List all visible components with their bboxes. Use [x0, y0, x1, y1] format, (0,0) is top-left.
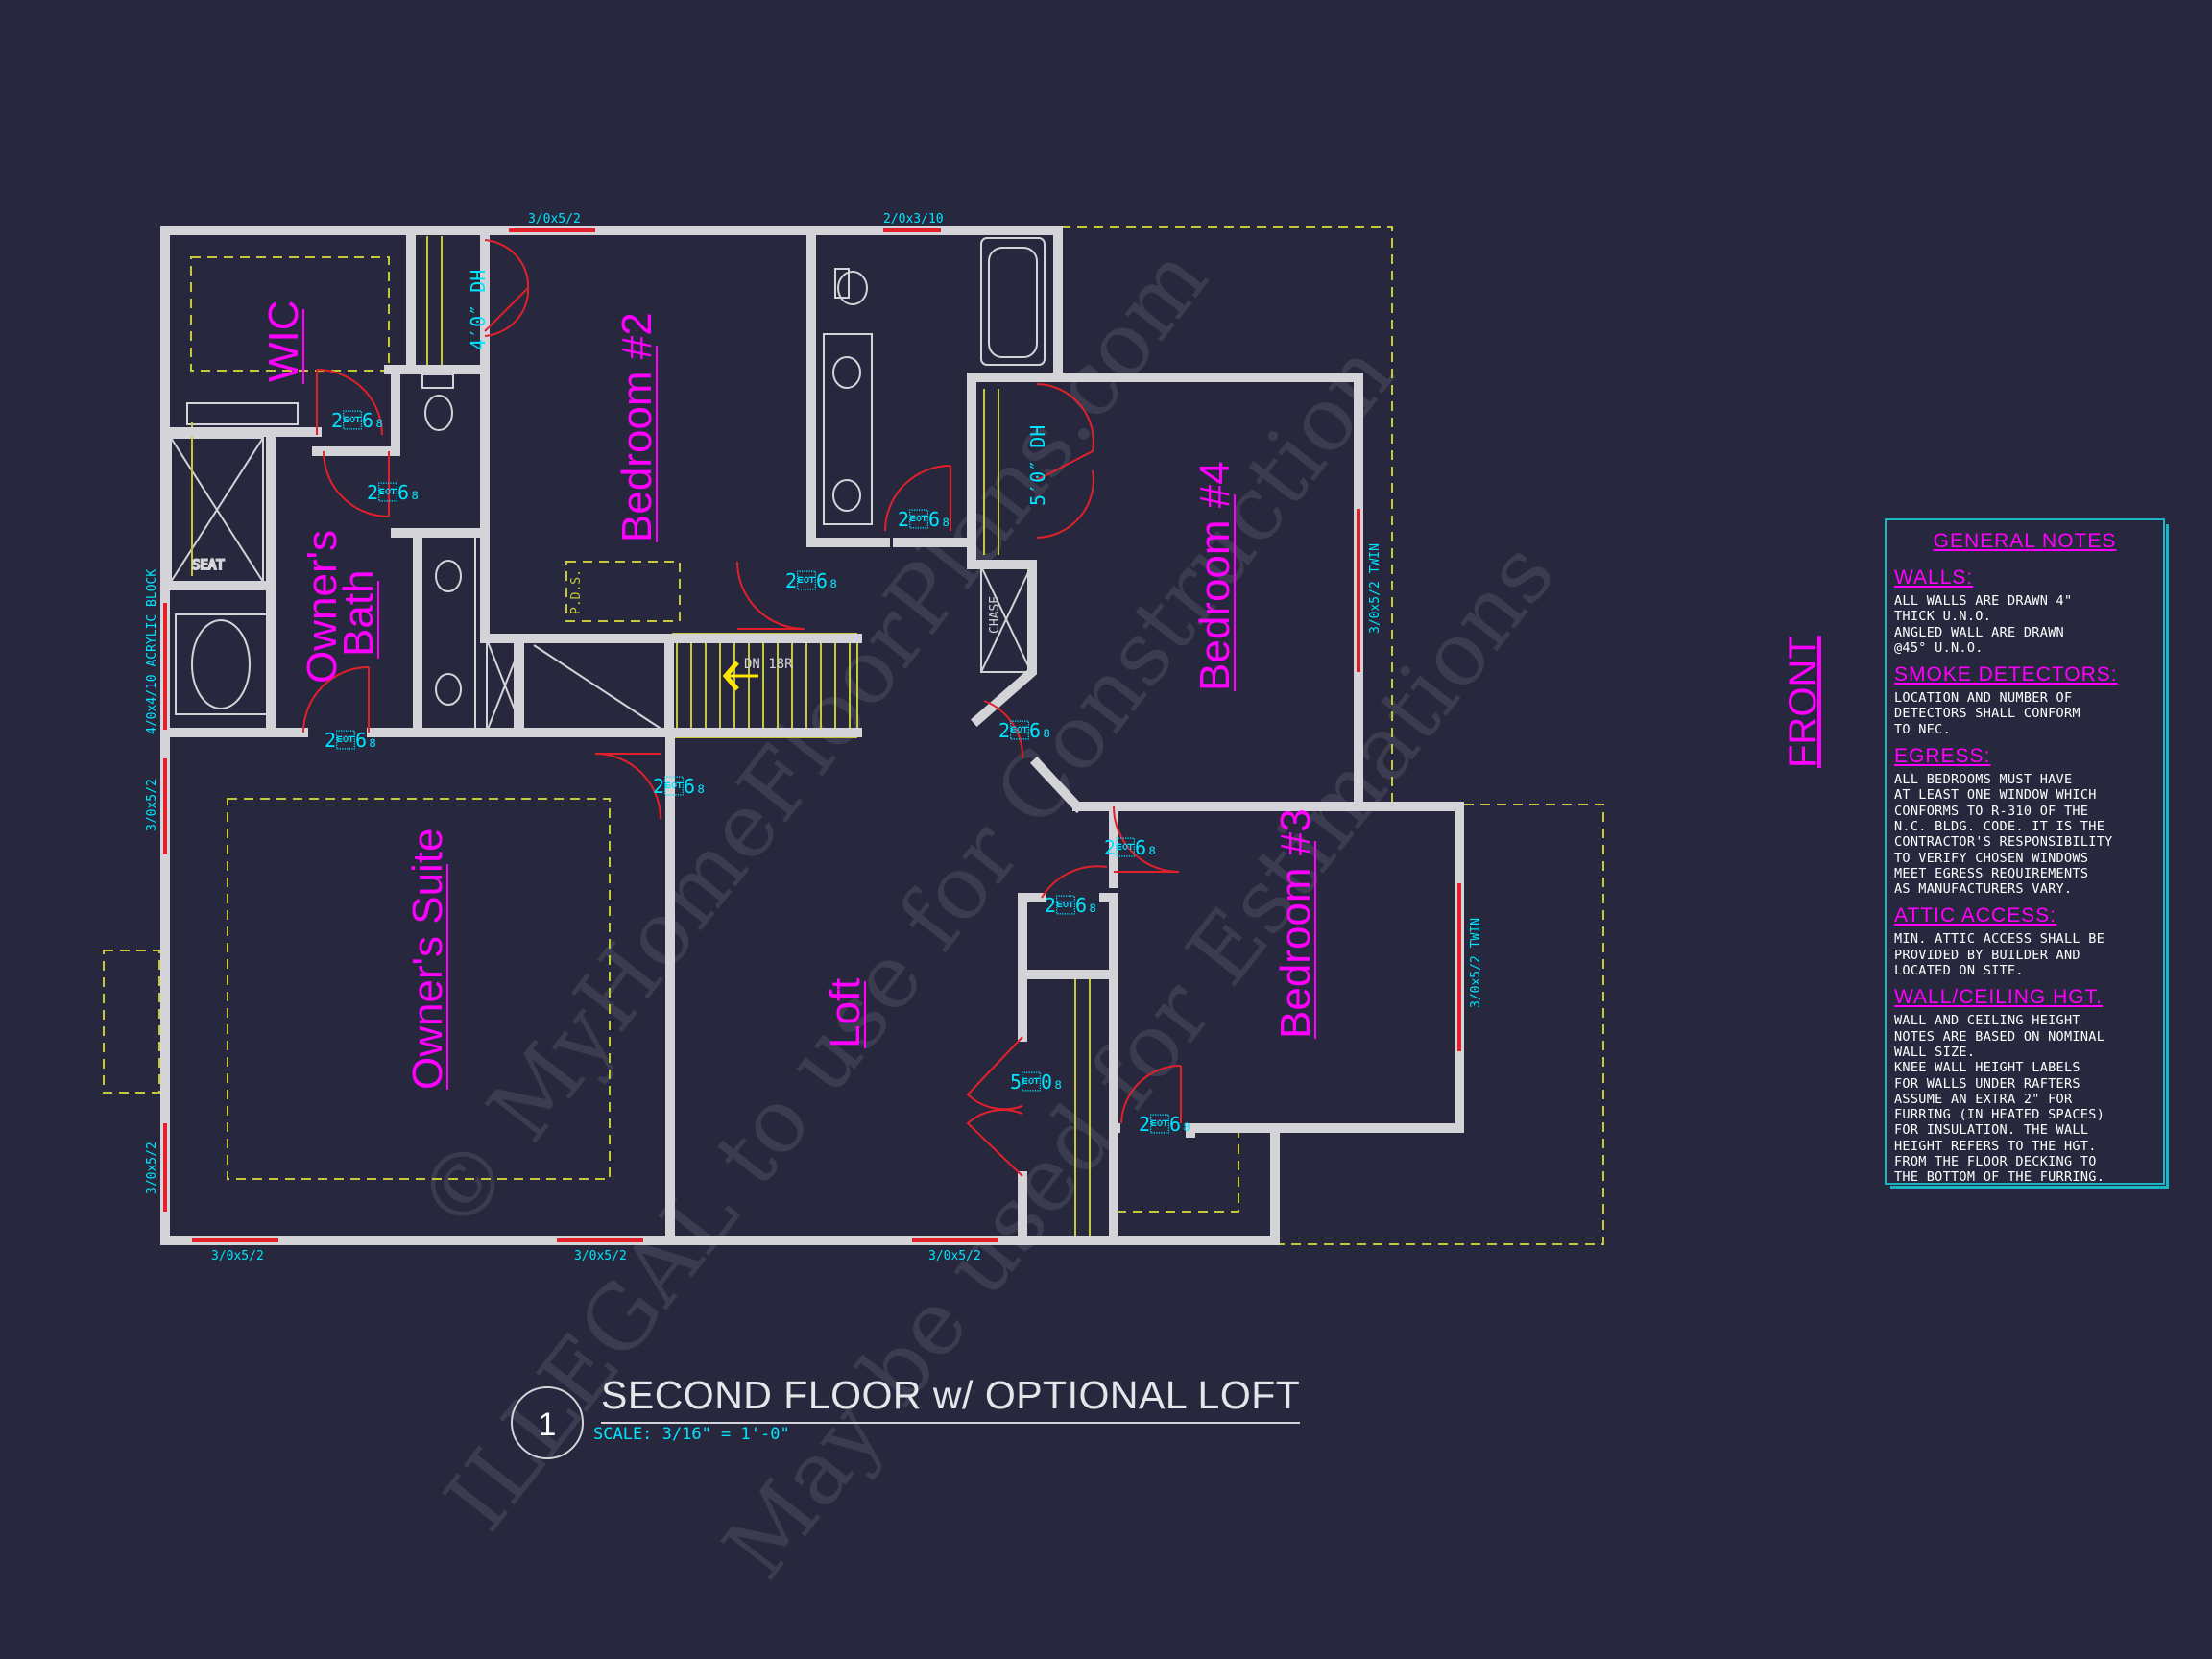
window-label-bottom-2: 3/0x5/2	[574, 1249, 627, 1263]
notes-section-height: WALL/CEILING HGT. WALL AND CEILING HEIGH…	[1894, 986, 2155, 1185]
door-swings	[302, 239, 1182, 1177]
note-line: ALL WALLS ARE DRAWN 4"	[1894, 593, 2073, 609]
notes-section-walls: WALLS: ALL WALLS ARE DRAWN 4" THICK U.N.…	[1894, 566, 2155, 656]
room-label-loft: Loft	[822, 978, 869, 1048]
note-line: LOCATED ON SITE.	[1894, 963, 2024, 979]
stair-direction-label: DN 18R	[744, 657, 793, 672]
room-label-owners-bath-1: Owner's	[299, 530, 346, 684]
note-line: AS MANUFACTURERS VARY.	[1894, 881, 2073, 898]
door-label-dh-bed4: 5′0″ DH	[1026, 425, 1049, 506]
room-label-owners-bath-2: Bath	[335, 569, 382, 657]
door-label-bath: 26₈	[325, 729, 378, 752]
note-line: FROM THE FLOOR DECKING TO	[1894, 1154, 2097, 1170]
door-label-wc: 26₈	[367, 481, 421, 504]
note-line: WALL AND CEILING HEIGHT	[1894, 1013, 2080, 1029]
note-line: MIN. ATTIC ACCESS SHALL BE	[1894, 931, 2105, 948]
seat-label: SEAT	[192, 558, 225, 573]
window-label-top-mid: 2/0x3/10	[883, 212, 944, 227]
note-line: @45° U.N.O.	[1894, 639, 1984, 656]
window-marks	[163, 228, 1461, 1242]
notes-section-egress: EGRESS: ALL BEDROOMS MUST HAVE AT LEAST …	[1894, 745, 2155, 897]
note-line: FOR INSULATION. THE WALL	[1894, 1122, 2089, 1139]
note-line: PROVIDED BY BUILDER AND	[1894, 947, 2080, 963]
notes-section-smoke: SMOKE DETECTORS: LOCATION AND NUMBER OF …	[1894, 663, 2155, 737]
chase-label: CHASE	[988, 596, 1002, 634]
room-label-bedroom2: Bedroom #2	[613, 312, 661, 542]
note-line: HEIGHT REFERS TO THE HGT.	[1894, 1138, 2097, 1154]
note-line: THICK U.N.O.	[1894, 609, 1992, 625]
room-label-wic: WIC	[260, 300, 307, 382]
door-label-bed3: 26₈	[1104, 836, 1158, 859]
drawing-title: SECOND FLOOR w/ OPTIONAL LOFT	[601, 1373, 1301, 1424]
note-line: N.C. BLDG. CODE. IT IS THE	[1894, 818, 2105, 834]
window-label-bed4-right: 3/0x5/2 TWIN	[1368, 543, 1382, 634]
door-label-bed4: 26₈	[998, 719, 1052, 742]
door-label-suite: 26₈	[653, 775, 707, 798]
note-line: ANGLED WALL ARE DRAWN	[1894, 624, 2064, 640]
note-line: CONFORMS TO R-310 OF THE	[1894, 803, 2089, 819]
note-line: ASSUME AN EXTRA 2" FOR	[1894, 1091, 2073, 1107]
general-notes-heading: GENERAL NOTES	[1933, 530, 2117, 552]
notes-section-title: WALL/CEILING HGT.	[1894, 986, 2103, 1009]
room-label-bedroom4: Bedroom #4	[1191, 461, 1238, 691]
drawing-number: 1	[511, 1386, 584, 1459]
note-line: KNEE WALL HEIGHT LABELS	[1894, 1060, 2080, 1076]
notes-section-attic: ATTIC ACCESS: MIN. ATTIC ACCESS SHALL BE…	[1894, 904, 2155, 978]
note-line: TO NEC.	[1894, 721, 1951, 737]
note-line: TO VERIFY CHOSEN WINDOWS	[1894, 850, 2089, 866]
door-label-hallbath: 26₈	[898, 508, 951, 531]
window-label-left-bath: 4/0x4/10 ACRYLIC BLOCK	[145, 569, 159, 734]
front-label: FRONT	[1782, 636, 1824, 768]
notes-section-title: EGRESS:	[1894, 745, 1991, 768]
note-line: LOCATION AND NUMBER OF	[1894, 690, 2073, 707]
notes-section-title: SMOKE DETECTORS:	[1894, 663, 2118, 686]
drawing-scale: SCALE: 3/16" = 1'-0"	[593, 1425, 790, 1444]
door-label-linen: 50₈	[1010, 1070, 1064, 1094]
note-line: DETECTORS SHALL CONFORM	[1894, 706, 2080, 722]
dashed-outlines	[103, 226, 1604, 1245]
window-label-bottom-3: 3/0x5/2	[928, 1249, 981, 1263]
door-label-bed2: 26₈	[785, 569, 839, 592]
note-line: FURRING (IN HEATED SPACES)	[1894, 1107, 2105, 1123]
door-label-dh-bed2: 4′0″ DH	[467, 270, 490, 350]
door-label-wic: 26₈	[331, 409, 385, 432]
pds-label: P.D.S.	[569, 569, 584, 614]
note-line: MEET EGRESS REQUIREMENTS	[1894, 865, 2089, 881]
note-line: THE BOTTOM OF THE FURRING.	[1894, 1169, 2105, 1186]
note-line: AT LEAST ONE WINDOW WHICH	[1894, 787, 2097, 804]
note-line: FOR WALLS UNDER RAFTERS	[1894, 1075, 2080, 1092]
note-line: NOTES ARE BASED ON NOMINAL	[1894, 1028, 2105, 1045]
window-label-bottom-1: 3/0x5/2	[211, 1249, 264, 1263]
window-label-bed3-right: 3/0x5/2 TWIN	[1469, 918, 1483, 1008]
notes-section-title: ATTIC ACCESS:	[1894, 904, 2056, 927]
window-label-top-left: 3/0x5/2	[528, 212, 581, 227]
general-notes-panel: GENERAL NOTES WALLS: ALL WALLS ARE DRAWN…	[1885, 518, 2169, 1189]
room-label-owners-suite: Owner's Suite	[404, 828, 451, 1090]
note-line: ALL BEDROOMS MUST HAVE	[1894, 772, 2073, 788]
note-line: WALL SIZE.	[1894, 1044, 1976, 1060]
note-line: CONTRACTOR'S RESPONSIBILITY	[1894, 834, 2113, 851]
room-label-bedroom3: Bedroom #3	[1272, 808, 1319, 1039]
door-label-bed3-closet: 26₈	[1139, 1113, 1192, 1136]
window-label-left-suite-upper: 3/0x5/2	[145, 779, 159, 831]
window-label-left-suite-lower: 3/0x5/2	[145, 1142, 159, 1194]
door-label-loft-closet: 26₈	[1045, 894, 1098, 917]
notes-section-title: WALLS:	[1894, 566, 1974, 589]
